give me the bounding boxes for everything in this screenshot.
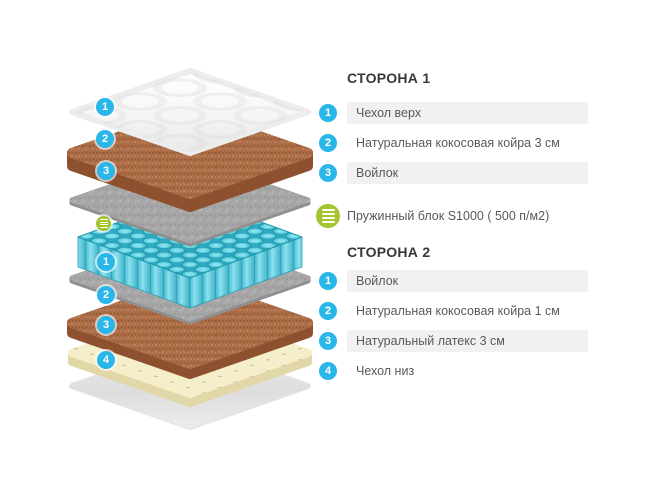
spring-block-row: Пружинный блок S1000 ( 500 п/м2): [316, 204, 549, 228]
legend: СТОРОНА 1 1 Чехол верх 2 Натуральная кок…: [316, 70, 606, 400]
diagram-badge-side1-1: 1: [96, 98, 114, 116]
item-number-badge: 3: [319, 164, 337, 182]
legend-item: 3 Войлок: [316, 162, 606, 184]
legend-item-label: Натуральная кокосовая койра 3 см: [356, 136, 560, 150]
legend-item: 2 Натуральная кокосовая койра 3 см: [316, 132, 606, 154]
item-number-badge: 3: [319, 332, 337, 350]
side1-heading: СТОРОНА 1: [347, 70, 431, 86]
legend-item: 1 Войлок: [316, 270, 606, 292]
item-number-badge: 4: [319, 362, 337, 380]
legend-item-label: Войлок: [347, 162, 588, 184]
diagram-badge-side2-2: 2: [97, 286, 115, 304]
diagram-badge-side1-2: 2: [96, 130, 114, 148]
diagram-badge-side2-1: 1: [97, 253, 115, 271]
item-number-badge: 1: [319, 272, 337, 290]
item-number-badge: 2: [319, 302, 337, 320]
legend-item-label: Чехол низ: [356, 364, 415, 378]
diagram-badge-side1-3: 3: [97, 162, 115, 180]
item-number-badge: 1: [319, 104, 337, 122]
side2-heading: СТОРОНА 2: [347, 244, 431, 260]
legend-item-label: Чехол верх: [347, 102, 588, 124]
legend-item-label: Войлок: [347, 270, 588, 292]
legend-item-label: Натуральная кокосовая койра 1 см: [356, 304, 560, 318]
legend-item: 4 Чехол низ: [316, 360, 606, 382]
item-number-badge: 2: [319, 134, 337, 152]
spring-block-icon: [316, 204, 340, 228]
legend-item-label: Натуральный латекс 3 см: [347, 330, 588, 352]
diagram-badge-side2-3: 3: [97, 316, 115, 334]
layer-top-cover: [69, 68, 311, 156]
legend-item: 3 Натуральный латекс 3 см: [316, 330, 606, 352]
legend-item: 2 Натуральная кокосовая койра 1 см: [316, 300, 606, 322]
spring-block-icon: [96, 216, 111, 231]
mattress-diagram: [67, 68, 313, 430]
diagram-badge-side2-4: 4: [97, 351, 115, 369]
legend-item: 1 Чехол верх: [316, 102, 606, 124]
spring-block-label: Пружинный блок S1000 ( 500 п/м2): [347, 209, 550, 223]
